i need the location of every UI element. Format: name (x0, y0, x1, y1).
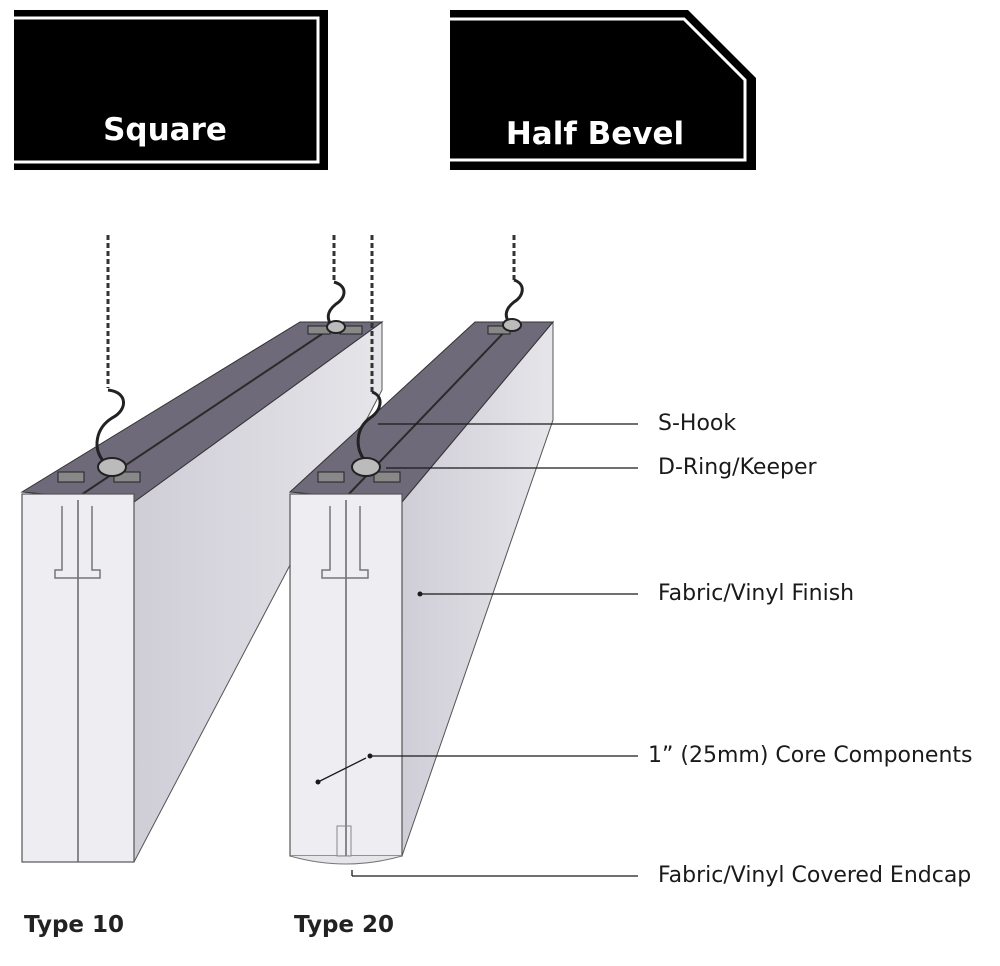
callout-dots (315, 591, 423, 785)
square-profile (14, 10, 328, 170)
suspension-chains (106, 235, 516, 392)
callout-core: 1” (25mm) Core Components (648, 743, 973, 768)
half-bevel-profile (450, 10, 756, 170)
half-bevel-label: Half Bevel (505, 116, 685, 152)
type10-label: Type 10 (24, 912, 125, 938)
square-label: Square (103, 112, 227, 148)
d-ring-icons (97, 318, 522, 477)
type20-label: Type 20 (294, 912, 395, 938)
callout-finish: Fabric/Vinyl Finish (658, 581, 855, 606)
callout-s-hook: S-Hook (658, 411, 737, 436)
callout-endcap: Fabric/Vinyl Covered Endcap (658, 863, 972, 888)
callout-d-ring: D-Ring/Keeper (658, 455, 817, 480)
type20-panel (288, 320, 555, 865)
callout-lines (317, 423, 638, 877)
